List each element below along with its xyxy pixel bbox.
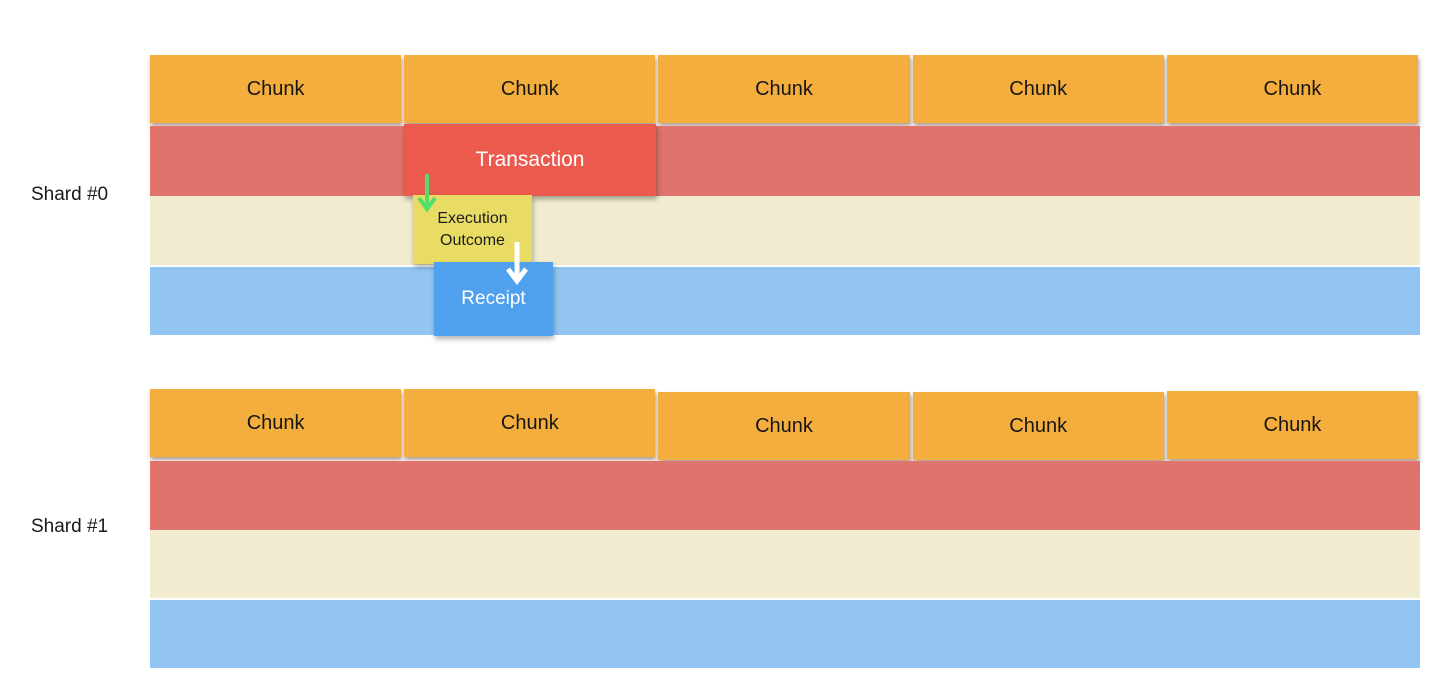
shard-0-outcomes-lane — [150, 196, 1420, 265]
shard-1-transactions-lane — [150, 461, 1420, 530]
shard-1-outcomes-lane — [150, 530, 1420, 598]
chunk-block: Chunk — [658, 55, 910, 123]
transaction-box: Transaction — [404, 124, 656, 196]
chunk-block: Chunk — [404, 55, 656, 123]
chunk-block: Chunk — [1166, 55, 1419, 123]
chunk-block: Chunk — [658, 392, 910, 460]
receipt-box: Receipt — [434, 262, 553, 336]
chunk-block: Chunk — [1166, 391, 1419, 459]
shard-0-transactions-lane — [150, 126, 1420, 196]
shard-1-receipts-lane — [150, 600, 1420, 668]
chunk-block: Chunk — [150, 389, 402, 457]
down-arrow-green-icon — [417, 174, 437, 213]
execution-outcome-box: Execution Outcome — [413, 195, 532, 264]
chunk-block: Chunk — [150, 55, 402, 123]
chunk-block: Chunk — [912, 392, 1164, 460]
chunk-block: Chunk — [404, 389, 656, 457]
shard-1-label: Shard #1 — [31, 516, 109, 537]
shard-1-chunk-row: Chunk Chunk Chunk Chunk Chunk — [150, 389, 1419, 460]
chunk-block: Chunk — [912, 55, 1164, 123]
shard-0-label: Shard #0 — [31, 184, 109, 205]
down-arrow-white-icon — [506, 242, 528, 286]
shard-0-chunk-row: Chunk Chunk Chunk Chunk Chunk — [150, 55, 1419, 123]
shard-0-receipts-lane — [150, 267, 1420, 335]
